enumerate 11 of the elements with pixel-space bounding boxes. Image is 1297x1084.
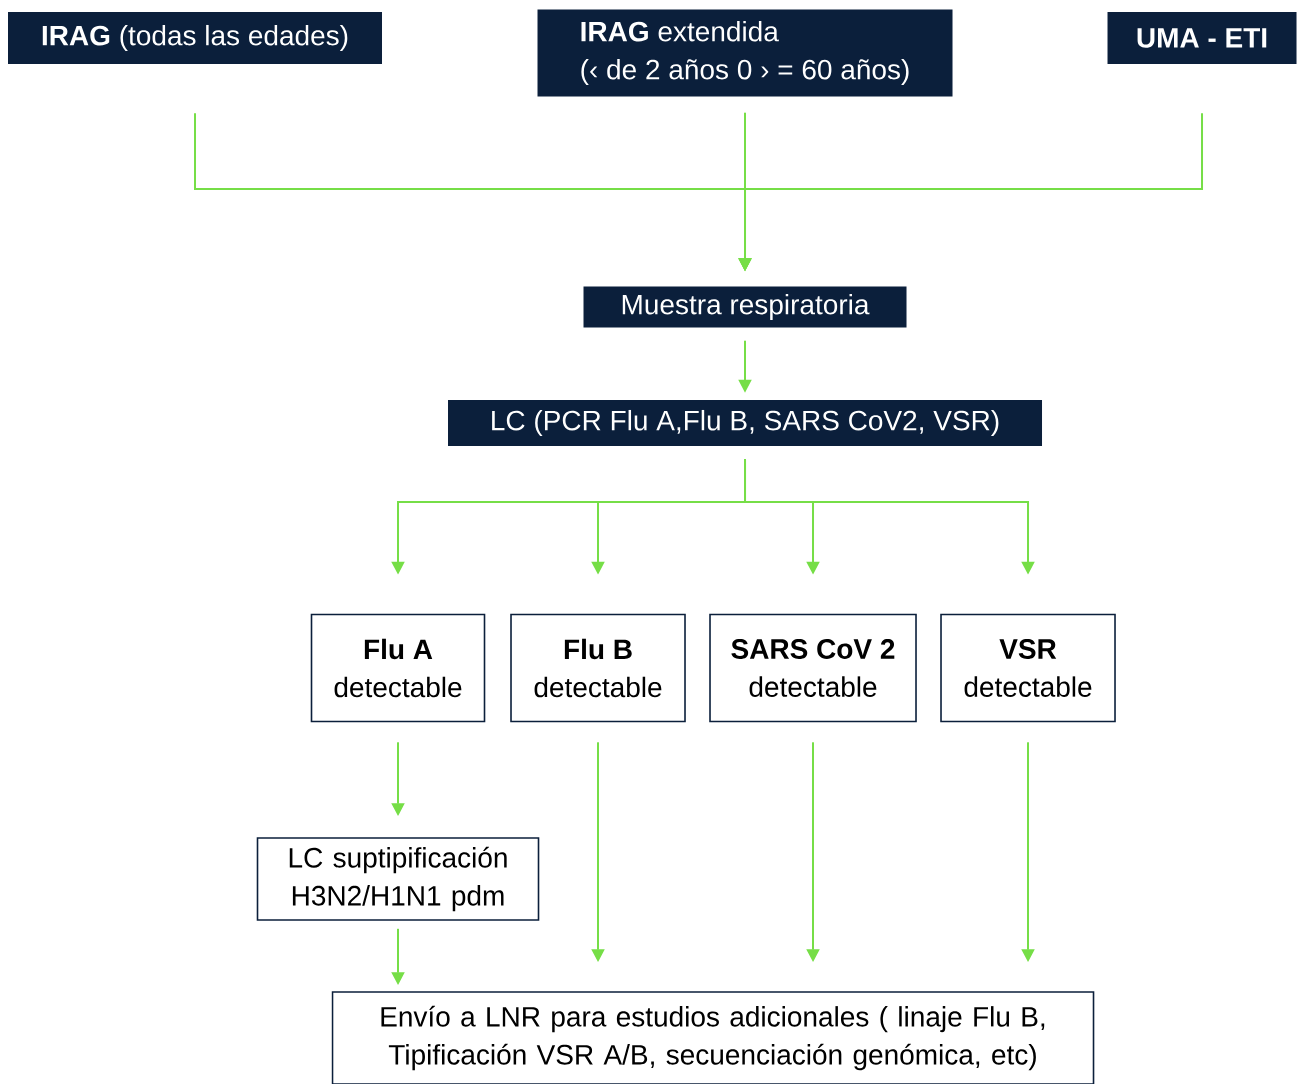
result-box: LC suptipificación H3N2/H1N1 pdm: [256, 837, 540, 921]
step-box: IRAG extendida (‹ de 2 años 0 › = 60 años): [537, 9, 953, 97]
result-box: Flu B detectable: [510, 613, 686, 723]
result-box: SARS CoV 2 detectable: [709, 613, 917, 723]
step-box: IRAG (todas las edades): [8, 12, 382, 64]
result-box: Envío a LNR para estudios adicionales ( linaje Flu B, Tipificación VSR A/B, secuenciación genómica, etc): [331, 991, 1095, 1084]
step-box: LC (PCR Flu A,Flu B, SARS CoV2, VSR): [448, 400, 1042, 446]
step-box: UMA - ETI: [1107, 12, 1297, 64]
result-box: Flu A detectable: [310, 613, 486, 723]
step-box: Muestra respiratoria: [583, 286, 907, 328]
result-box: VSR detectable: [940, 613, 1116, 723]
